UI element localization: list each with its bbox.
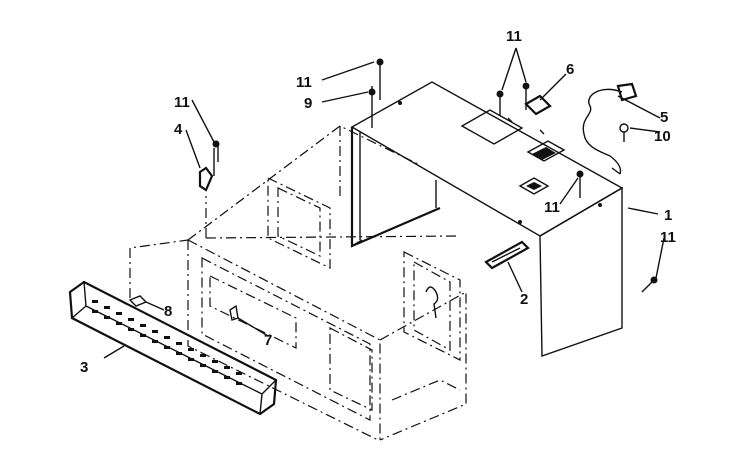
callout-11-top-left: 11 — [296, 74, 312, 91]
part-4-clip — [198, 166, 214, 192]
callout-10: 10 — [654, 128, 671, 145]
callout-labels: 1 2 3 4 5 6 7 8 9 10 11 11 11 11 11 — [80, 28, 676, 376]
part-8-screw — [128, 295, 148, 307]
callout-4: 4 — [174, 121, 183, 138]
screws — [212, 58, 658, 293]
callout-11-top: 11 — [506, 28, 522, 45]
part-10-fuse — [619, 123, 629, 142]
callout-8: 8 — [164, 303, 172, 320]
callout-1: 1 — [664, 207, 672, 224]
callout-9: 9 — [304, 95, 312, 112]
callout-3: 3 — [80, 359, 88, 376]
callout-5: 5 — [660, 109, 668, 126]
control-panel — [68, 280, 278, 416]
outer-cabinet — [350, 81, 624, 357]
callout-11-right: 11 — [660, 229, 676, 246]
part-6-clip — [524, 94, 552, 116]
oven-cavity — [129, 125, 467, 441]
callout-7: 7 — [264, 332, 272, 349]
callout-11-center: 11 — [544, 199, 560, 216]
callout-6: 6 — [566, 61, 574, 78]
callout-2: 2 — [520, 291, 528, 308]
leader-lines — [103, 47, 665, 359]
part-2-bracket — [484, 240, 530, 270]
callout-11-left: 11 — [174, 94, 190, 111]
part-5-power-cord — [582, 82, 638, 175]
